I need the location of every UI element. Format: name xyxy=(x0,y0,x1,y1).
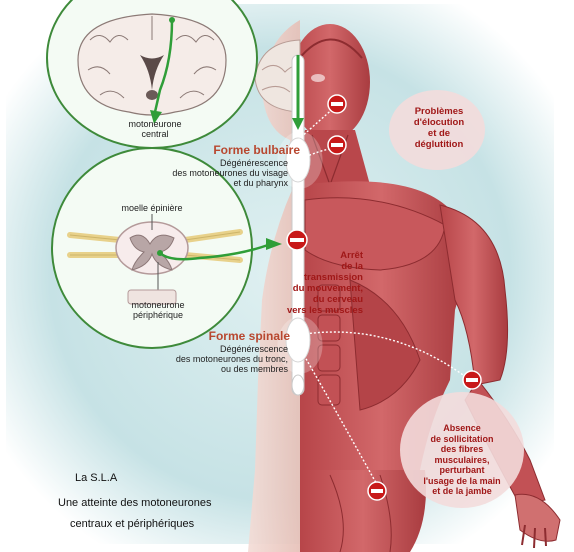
problemes-line2: d'élocution xyxy=(395,117,483,128)
problemes-line3: et de xyxy=(395,128,483,139)
forme-bulbaire-line2: des motoneurones du visage xyxy=(108,168,288,178)
arret-line6: vers les muscles xyxy=(238,305,363,316)
arret-line2: de la xyxy=(238,261,363,272)
problemes-label: Problèmes d'élocution et de déglutition xyxy=(395,106,483,150)
arret-line5: du cerveau xyxy=(238,294,363,305)
forme-spinale-block: Forme spinale xyxy=(160,329,290,343)
caption-line2: Une atteinte des motoneurones xyxy=(58,497,212,509)
forme-spinale-title: Forme spinale xyxy=(160,329,290,343)
absence-line3: des fibres xyxy=(404,444,520,455)
arret-line4: du mouvement, xyxy=(238,283,363,294)
problemes-line1: Problèmes xyxy=(395,106,483,117)
absence-line1: Absence xyxy=(404,423,520,434)
brain-inset-label: motoneurone central xyxy=(105,119,205,139)
arret-line1: Arrêt xyxy=(238,250,363,261)
brain-inset-label-line1: motoneurone xyxy=(105,119,205,129)
forme-spinale-line3: ou des membres xyxy=(105,364,288,374)
caption-title: La S.L.A xyxy=(75,472,117,484)
forme-spinale-desc: Dégénérescence des motoneurones du tronc… xyxy=(105,344,288,374)
arret-line3: transmission xyxy=(238,272,363,283)
forme-bulbaire-line1: Dégénérescence xyxy=(108,158,288,168)
spine-inset-bottom-line2: périphérique xyxy=(108,310,208,320)
stop-sign-icon xyxy=(287,230,307,250)
forme-bulbaire-desc: Dégénérescence des motoneurones du visag… xyxy=(108,158,288,188)
absence-line4: musculaires, xyxy=(404,455,520,466)
caption-line3: centraux et périphériques xyxy=(70,518,194,530)
stop-sign-icon xyxy=(368,482,386,500)
spine-inset-bottom-label: motoneurone périphérique xyxy=(108,300,208,320)
forme-bulbaire-block: Forme bulbaire xyxy=(170,143,300,157)
stop-sign-icon xyxy=(328,95,346,113)
brain-inset-label-line2: central xyxy=(105,129,205,139)
absence-line6: l'usage de la main xyxy=(404,476,520,487)
forme-bulbaire-line3: et du pharynx xyxy=(108,178,288,188)
spine-inset-top-label: moelle épinière xyxy=(100,203,204,213)
absence-label: Absence de sollicitation des fibres musc… xyxy=(404,423,520,497)
spine-inset-bottom-line1: motoneurone xyxy=(108,300,208,310)
forme-spinale-line1: Dégénérescence xyxy=(105,344,288,354)
stop-sign-icon xyxy=(328,136,346,154)
forme-spinale-line2: des motoneurones du tronc, xyxy=(105,354,288,364)
stop-sign-icon xyxy=(463,371,481,389)
absence-line2: de sollicitation xyxy=(404,434,520,445)
absence-line7: et de la jambe xyxy=(404,486,520,497)
absence-line5: perturbant xyxy=(404,465,520,476)
arret-label: Arrêt de la transmission du mouvement, d… xyxy=(238,250,363,316)
forme-bulbaire-title: Forme bulbaire xyxy=(170,143,300,157)
problemes-line4: déglutition xyxy=(395,139,483,150)
